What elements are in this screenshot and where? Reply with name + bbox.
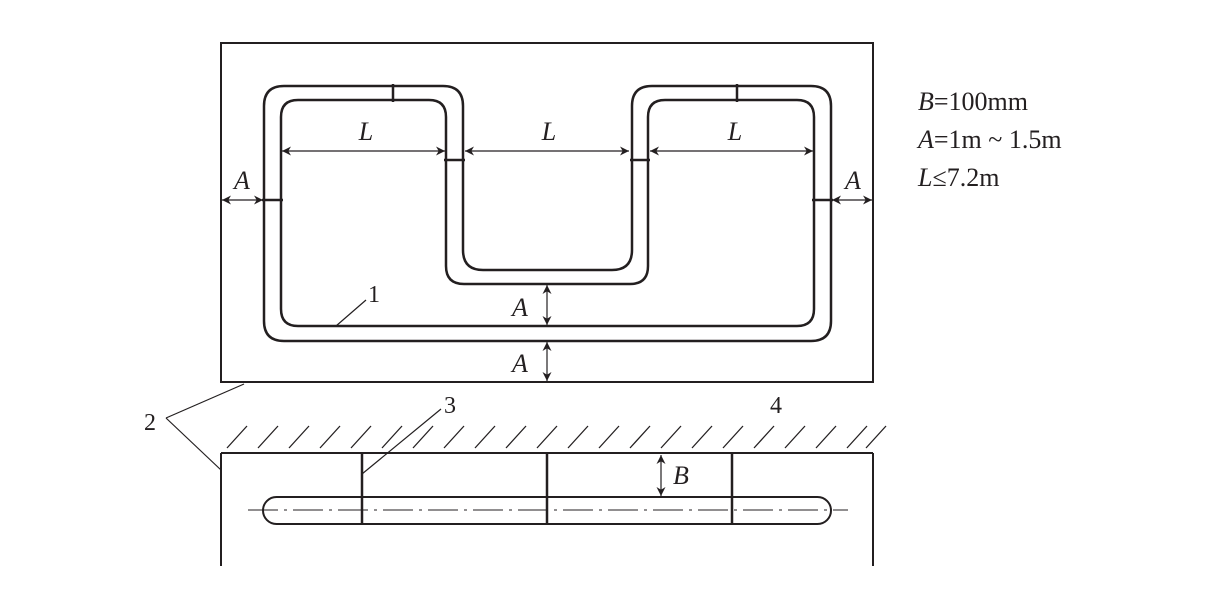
leader-1: [335, 299, 367, 327]
plan-outer-boundary: [220, 42, 874, 383]
callout-2: 2: [144, 410, 156, 436]
label-L-left: L: [358, 117, 373, 146]
plan-view: [220, 42, 874, 383]
section-view: [165, 383, 887, 566]
callout-1: 1: [368, 282, 380, 308]
trench-outer-outline: [262, 84, 833, 343]
leader-2-bottom: [165, 417, 222, 471]
note-A: A=1m ~ 1.5m: [916, 125, 1062, 154]
callout-4: 4: [770, 393, 782, 419]
label-B: B: [673, 461, 689, 490]
callout-numbers: 1 2 3 4: [144, 282, 782, 436]
label-A-center: A: [510, 293, 528, 322]
trench-inner-outline: [279, 98, 816, 328]
note-B: B=100mm: [918, 87, 1028, 116]
label-L-middle: L: [541, 117, 556, 146]
label-A-bottom: A: [510, 349, 528, 378]
joint-marks: [262, 84, 833, 202]
label-L-right: L: [727, 117, 742, 146]
specification-notes: B=100mm A=1m ~ 1.5m L≤7.2m: [916, 87, 1062, 192]
ground-hatching: [226, 425, 887, 449]
leader-3: [361, 408, 442, 475]
label-A-right: A: [843, 166, 861, 195]
callout-3: 3: [444, 393, 456, 419]
label-A-left: A: [232, 166, 250, 195]
dimension-labels: L L L A A A A B: [232, 117, 861, 490]
note-L: L≤7.2m: [917, 163, 999, 192]
leader-2-top: [165, 383, 245, 419]
